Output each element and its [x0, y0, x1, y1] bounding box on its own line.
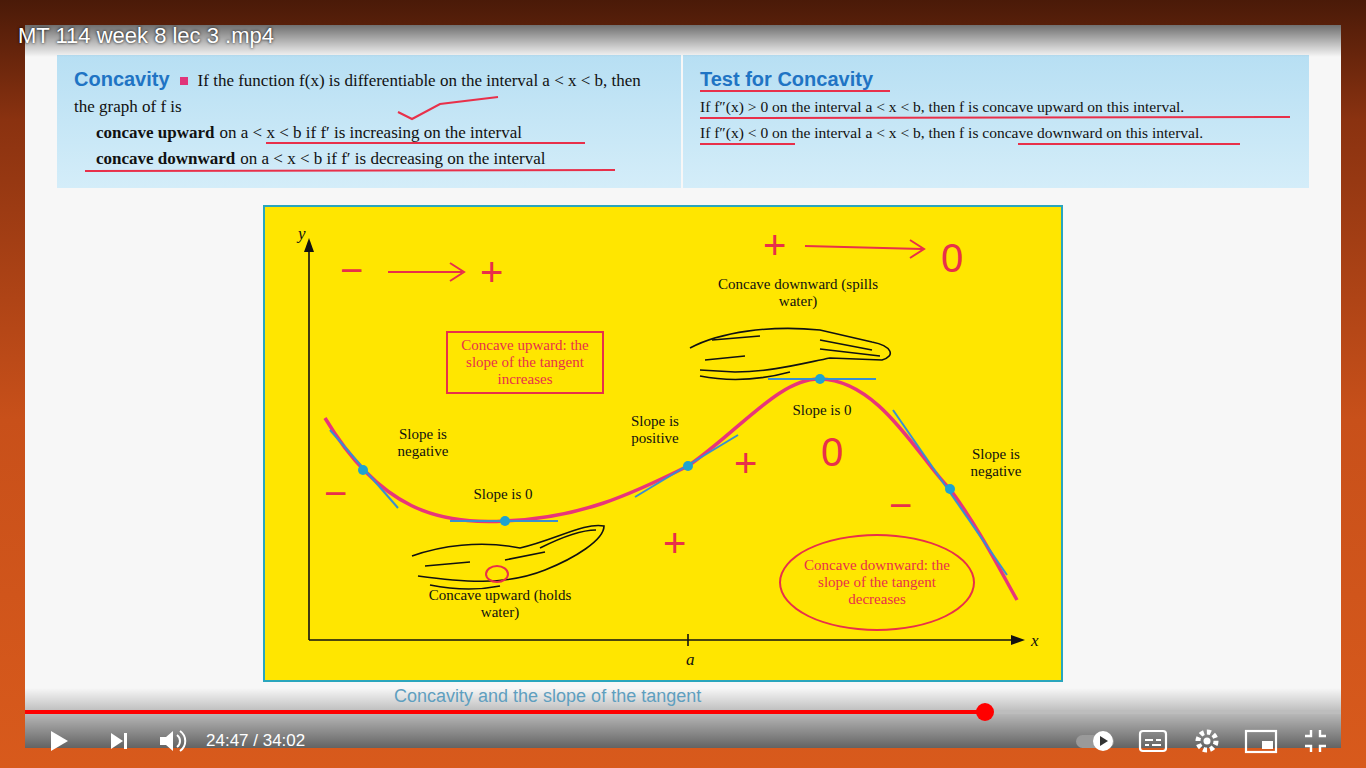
label-holder: Slope is negative: [960, 446, 1032, 480]
axis-arrow: [304, 238, 314, 252]
hand-sketch: [412, 525, 604, 588]
graph-label: Slope is negative: [960, 446, 1032, 480]
label-holder: Slope is 0: [473, 485, 533, 503]
autoplay-toggle: [1093, 731, 1113, 751]
label-holder: +: [480, 252, 503, 292]
axis-label-holder: x: [1031, 631, 1039, 651]
panel-text: concave downward: [96, 149, 235, 168]
label-holder: Slope is positive: [624, 413, 686, 447]
panel-line: concave downward on a < x < b if f′ is de…: [74, 146, 664, 172]
tangent-points: [358, 374, 955, 526]
fullscreen-icon: [1305, 730, 1326, 752]
label-holder: Slope is 0: [792, 401, 852, 419]
circled-note: Concave downward: the slope of the tange…: [779, 534, 975, 631]
function-curve: [325, 379, 1017, 600]
label-holder: Slope is negative: [387, 426, 459, 460]
panel-line: If f″(x) > 0 on the interval a < x < b, …: [700, 94, 1292, 120]
graph-label: Slope is 0: [792, 402, 852, 419]
label-holder: Concave downward (spills water): [713, 276, 883, 310]
axis-label-holder: a: [686, 650, 695, 670]
panel-text: If f″(x) < 0 on the interval a < x < b, …: [700, 124, 1203, 141]
annotation-ink: [85, 91, 1290, 582]
label-holder: Concave upward (holds water): [420, 587, 580, 621]
label-holder: 0: [941, 238, 963, 278]
panel-line: concave upward on a < x < b if f′ is incr…: [74, 120, 664, 146]
bullet-square: [180, 77, 188, 85]
volume-icon: [160, 731, 173, 751]
handwritten-mark: +: [663, 521, 686, 565]
label-holder: +: [663, 523, 686, 563]
top-shade: [25, 25, 1341, 57]
handwritten-mark: −: [889, 483, 912, 527]
handwritten-mark: +: [734, 441, 757, 485]
label-holder: 0: [821, 432, 843, 472]
label-holder: Concavity and the slope of the tangent: [394, 686, 701, 707]
panel-line: ConcavityIf the function f(x) is differe…: [74, 66, 664, 120]
captions-icon: [1145, 740, 1161, 745]
label-holder: 24:47 / 34:02: [206, 731, 305, 751]
note-text: Concave upward: the slope of the tangent…: [454, 337, 596, 388]
axis-arrow: [1011, 635, 1025, 645]
handwritten-mark: 0: [821, 430, 843, 474]
miniplayer-icon: [1262, 741, 1273, 749]
autoplay-toggle: [1100, 736, 1108, 746]
label-holder: −: [324, 473, 347, 513]
handwritten-mark: −: [324, 471, 347, 515]
graph-label: Slope is negative: [387, 426, 459, 460]
handwritten-mark: +: [763, 223, 786, 267]
label-holder: −: [340, 250, 363, 290]
boxed-note: Concave upward: the slope of the tangent…: [446, 331, 604, 394]
graph-label: Slope is 0: [473, 486, 533, 503]
time-display: 24:47 / 34:02: [206, 731, 305, 750]
panel-text: If f″(x) > 0 on the interval a < x < b, …: [700, 98, 1184, 115]
play-icon: [51, 731, 68, 751]
axis-label-holder: y: [298, 224, 306, 244]
label-holder: −: [889, 485, 912, 525]
captions-icon: [1140, 731, 1166, 751]
handwritten-mark: +: [480, 250, 503, 294]
axes: [309, 246, 1015, 646]
panel-text: on a < x < b if f′ is decreasing on the …: [240, 149, 545, 168]
title-holder: MT 114 week 8 lec 3 .mp4: [18, 23, 274, 49]
handwritten-mark: 0: [941, 236, 963, 280]
panel-text: concave upward: [96, 123, 215, 142]
graph-label: Slope is positive: [624, 413, 686, 447]
panel-line: If f″(x) < 0 on the interval a < x < b, …: [700, 120, 1292, 146]
next-icon: [124, 733, 127, 749]
panel-text: on a < x < b if f′ is increasing on the …: [220, 123, 522, 142]
axis-label: a: [686, 650, 695, 669]
miniplayer-icon: [1246, 731, 1276, 752]
panel-heading: Concavity: [74, 68, 170, 90]
panel-line: Test for Concavity: [700, 66, 1292, 94]
figure-caption: Concavity and the slope of the tangent: [394, 686, 701, 706]
settings-icon: [1204, 738, 1211, 745]
axis-label: y: [298, 224, 306, 243]
progress-played: [25, 710, 985, 714]
bottom-shade: [25, 688, 1341, 748]
note-text: Concave downward: the slope of the tange…: [802, 557, 952, 608]
tangent-lines: [330, 379, 1007, 575]
label-holder: +: [763, 225, 786, 265]
definition-panel: ConcavityIf the function f(x) is differe…: [57, 55, 681, 188]
graph-label: Concave downward (spills water): [713, 276, 883, 310]
graph-label: Concave upward (holds water): [420, 587, 580, 621]
handwritten-mark: −: [340, 248, 363, 292]
label-holder: +: [734, 443, 757, 483]
hand-sketch: [690, 328, 890, 379]
settings-icon: [1198, 732, 1216, 750]
progress-knob: [976, 703, 994, 721]
axis-label: x: [1031, 631, 1039, 650]
definition-panel: Test for Concavity If f″(x) > 0 on the in…: [683, 55, 1309, 188]
progress-track: [25, 710, 1341, 714]
panel-heading: Test for Concavity: [700, 68, 873, 90]
volume-icon: [177, 731, 185, 751]
next-icon: [111, 733, 123, 749]
autoplay-toggle: [1076, 735, 1114, 748]
video-title: MT 114 week 8 lec 3 .mp4: [18, 23, 274, 48]
